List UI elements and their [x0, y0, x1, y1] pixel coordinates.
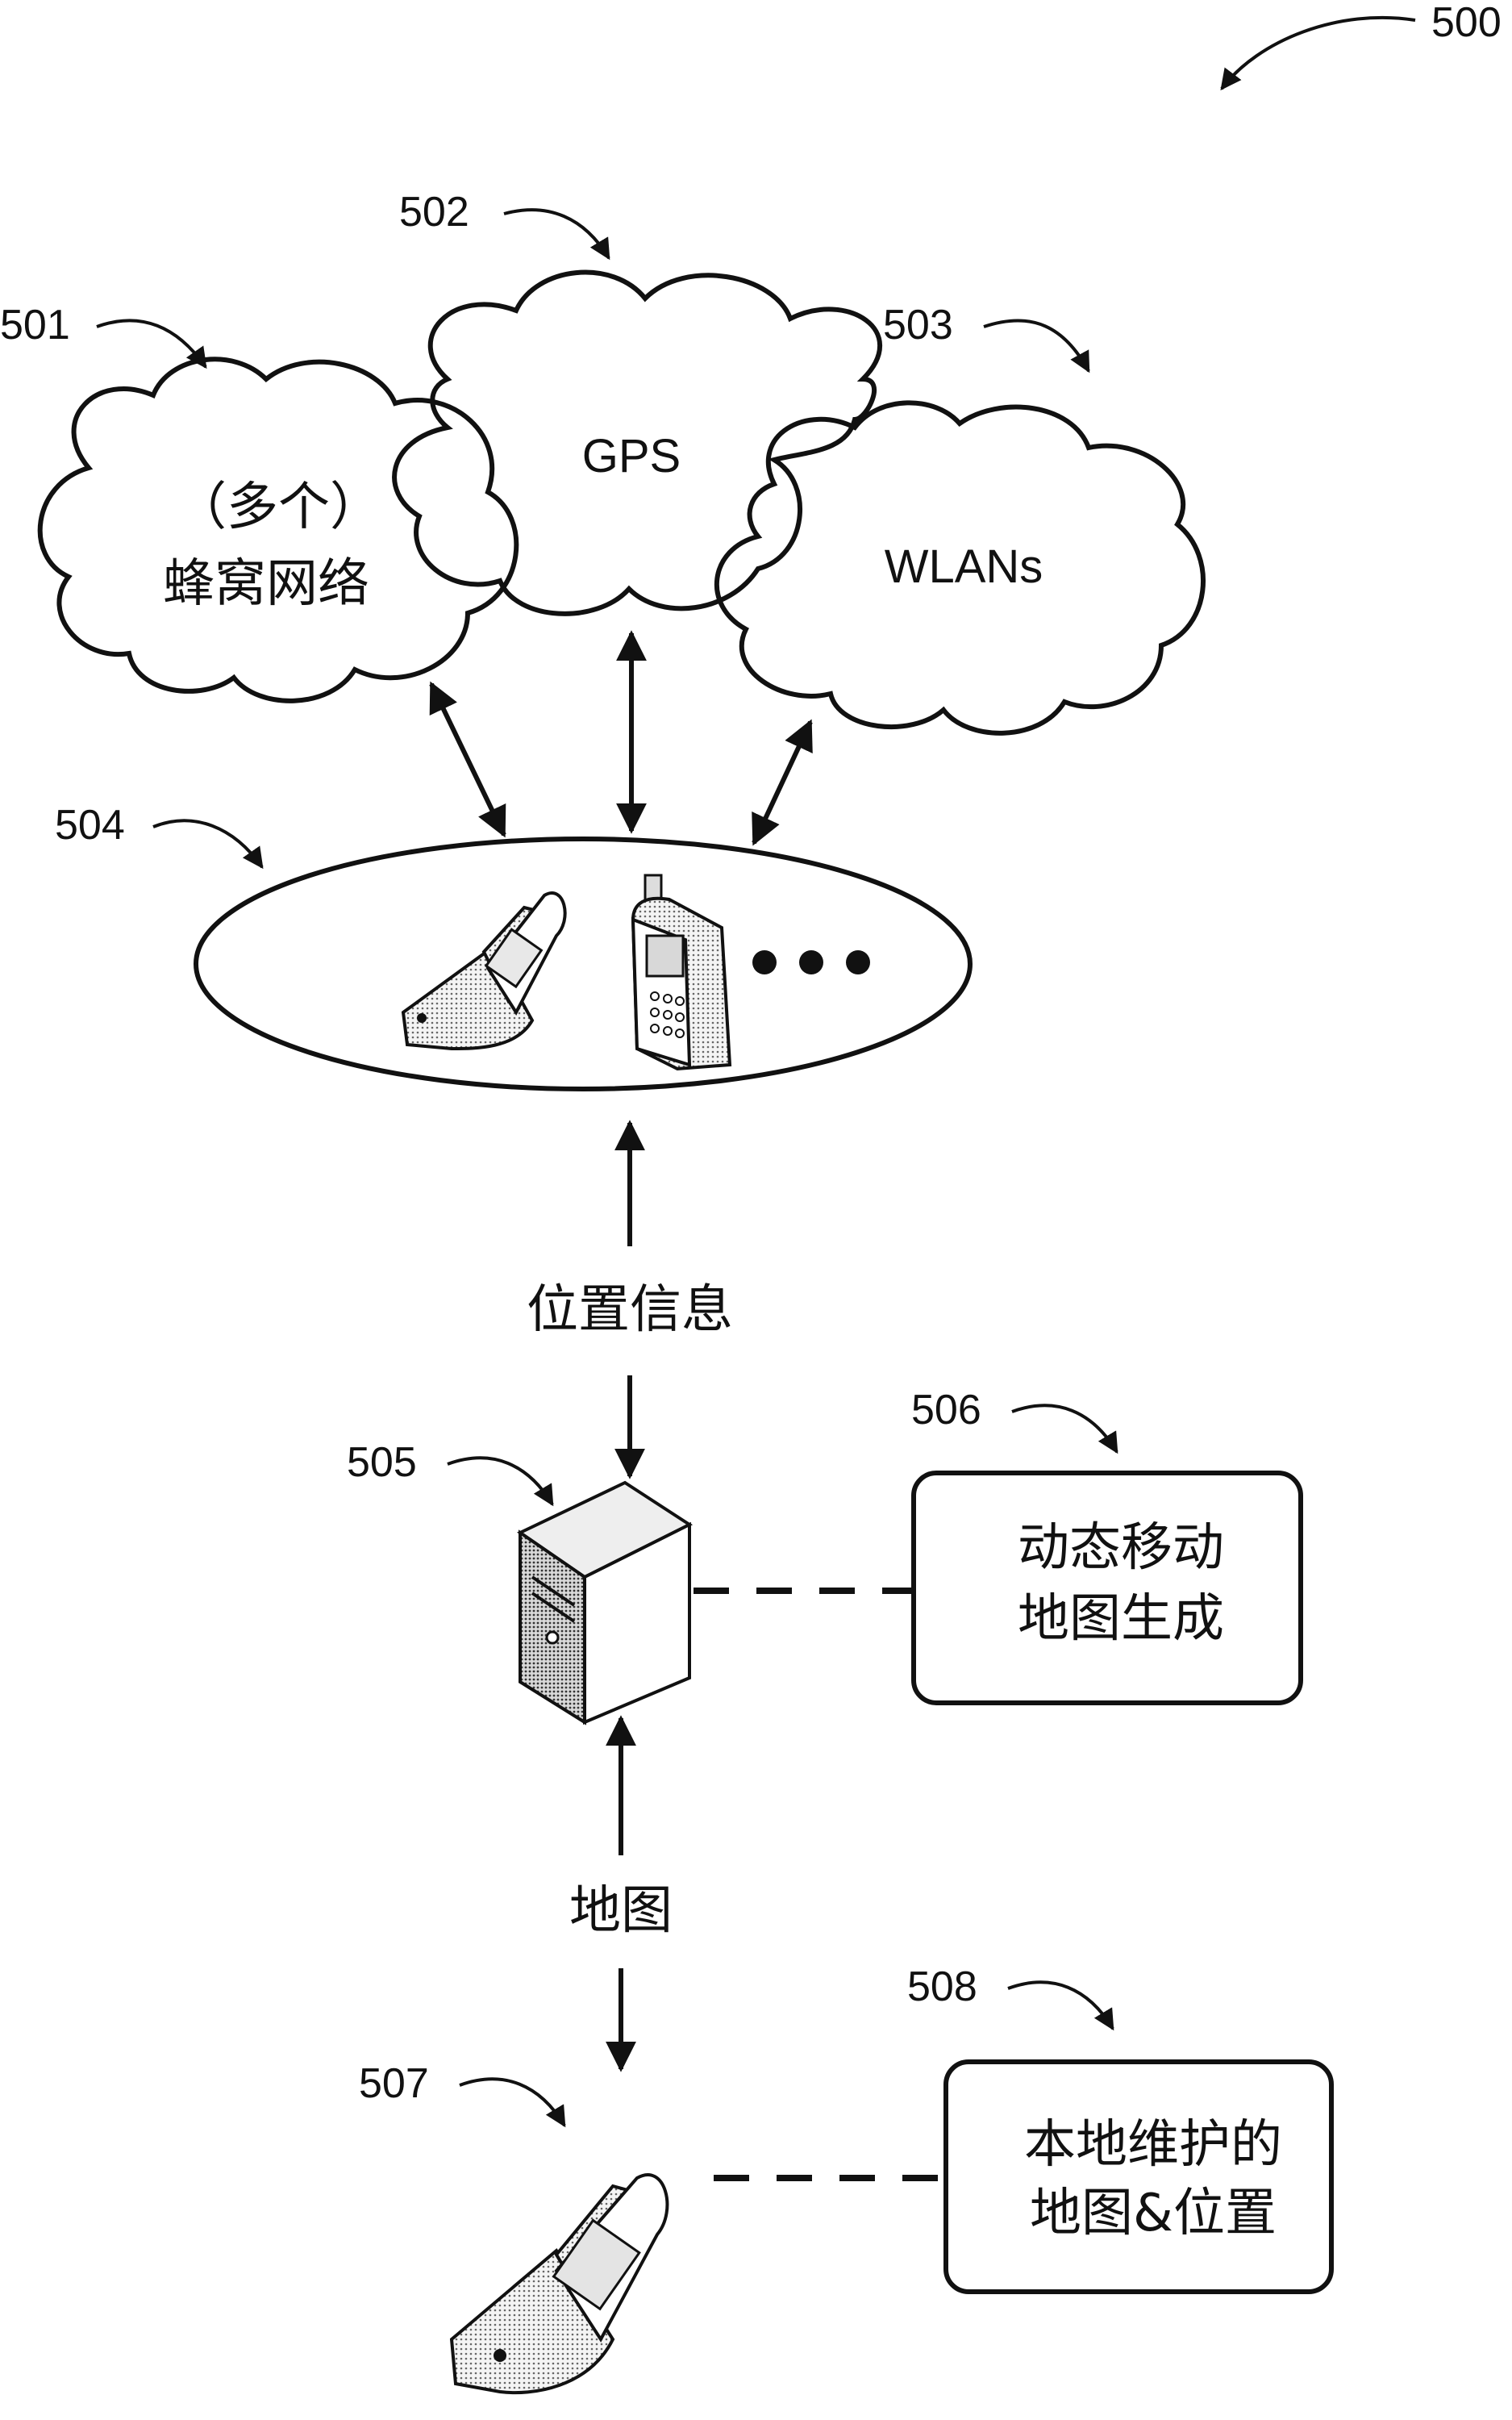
cloud-gps: GPS — [392, 269, 883, 616]
more-devices-dot — [799, 950, 823, 974]
flip-phone-icon — [401, 891, 567, 1051]
svg-text:508: 508 — [907, 1963, 977, 2010]
candybar-phone-icon — [631, 874, 732, 1071]
server-icon — [517, 1480, 694, 1725]
box-local-map-line2: 地图&位置 — [1030, 2184, 1277, 2243]
cloud-wlans-label: WLANs — [885, 540, 1043, 593]
cloud-cellular-networks: （多个） 蜂窝网络 — [37, 357, 519, 703]
figure-number-label: 500 — [1431, 0, 1502, 46]
svg-text:506: 506 — [911, 1387, 981, 1433]
figure-number-500: 500 — [1220, 0, 1502, 91]
cloud-cellular-label-line2: 蜂窝网络 — [163, 554, 369, 614]
ref-507: 507 — [359, 2060, 566, 2128]
box-map-generation-line2: 地图生成 — [1018, 1589, 1224, 1649]
svg-text:501: 501 — [0, 302, 70, 348]
box-locally-maintained-map: 本地维护的 地图&位置 — [943, 2059, 1334, 2294]
ref-503: 503 — [883, 302, 1090, 373]
more-devices-dot — [752, 950, 777, 974]
box-dynamic-map-generation: 动态移动 地图生成 — [911, 1471, 1303, 1705]
mobile-device-icon — [449, 2173, 669, 2395]
ref-504: 504 — [55, 802, 264, 870]
ref-505: 505 — [347, 1439, 554, 1507]
ref-501: 501 — [0, 302, 207, 369]
cloud-gps-label: GPS — [582, 430, 681, 482]
ref-508: 508 — [907, 1963, 1114, 2031]
arrow-wlan-devices — [752, 719, 813, 846]
arrow-cellular-devices — [429, 681, 506, 838]
svg-text:502: 502 — [399, 189, 469, 236]
edge-label-location-info: 位置信息 — [527, 1280, 733, 1340]
svg-text:507: 507 — [359, 2060, 429, 2107]
more-devices-dot — [846, 950, 870, 974]
svg-text:504: 504 — [55, 802, 125, 849]
edge-label-map: 地图 — [569, 1881, 673, 1941]
mobile-device-group — [194, 837, 973, 1091]
box-local-map-line1: 本地维护的 — [1024, 2115, 1282, 2175]
ref-506: 506 — [911, 1387, 1118, 1454]
cloud-cellular-label-line1: （多个） — [175, 478, 381, 537]
box-map-generation-line1: 动态移动 — [1018, 1518, 1224, 1578]
svg-text:505: 505 — [347, 1439, 417, 1486]
figure-number-pointer — [1220, 15, 1416, 91]
cloud-wlans: WLANs — [714, 400, 1206, 736]
svg-text:503: 503 — [883, 302, 953, 348]
ref-502: 502 — [399, 189, 610, 261]
